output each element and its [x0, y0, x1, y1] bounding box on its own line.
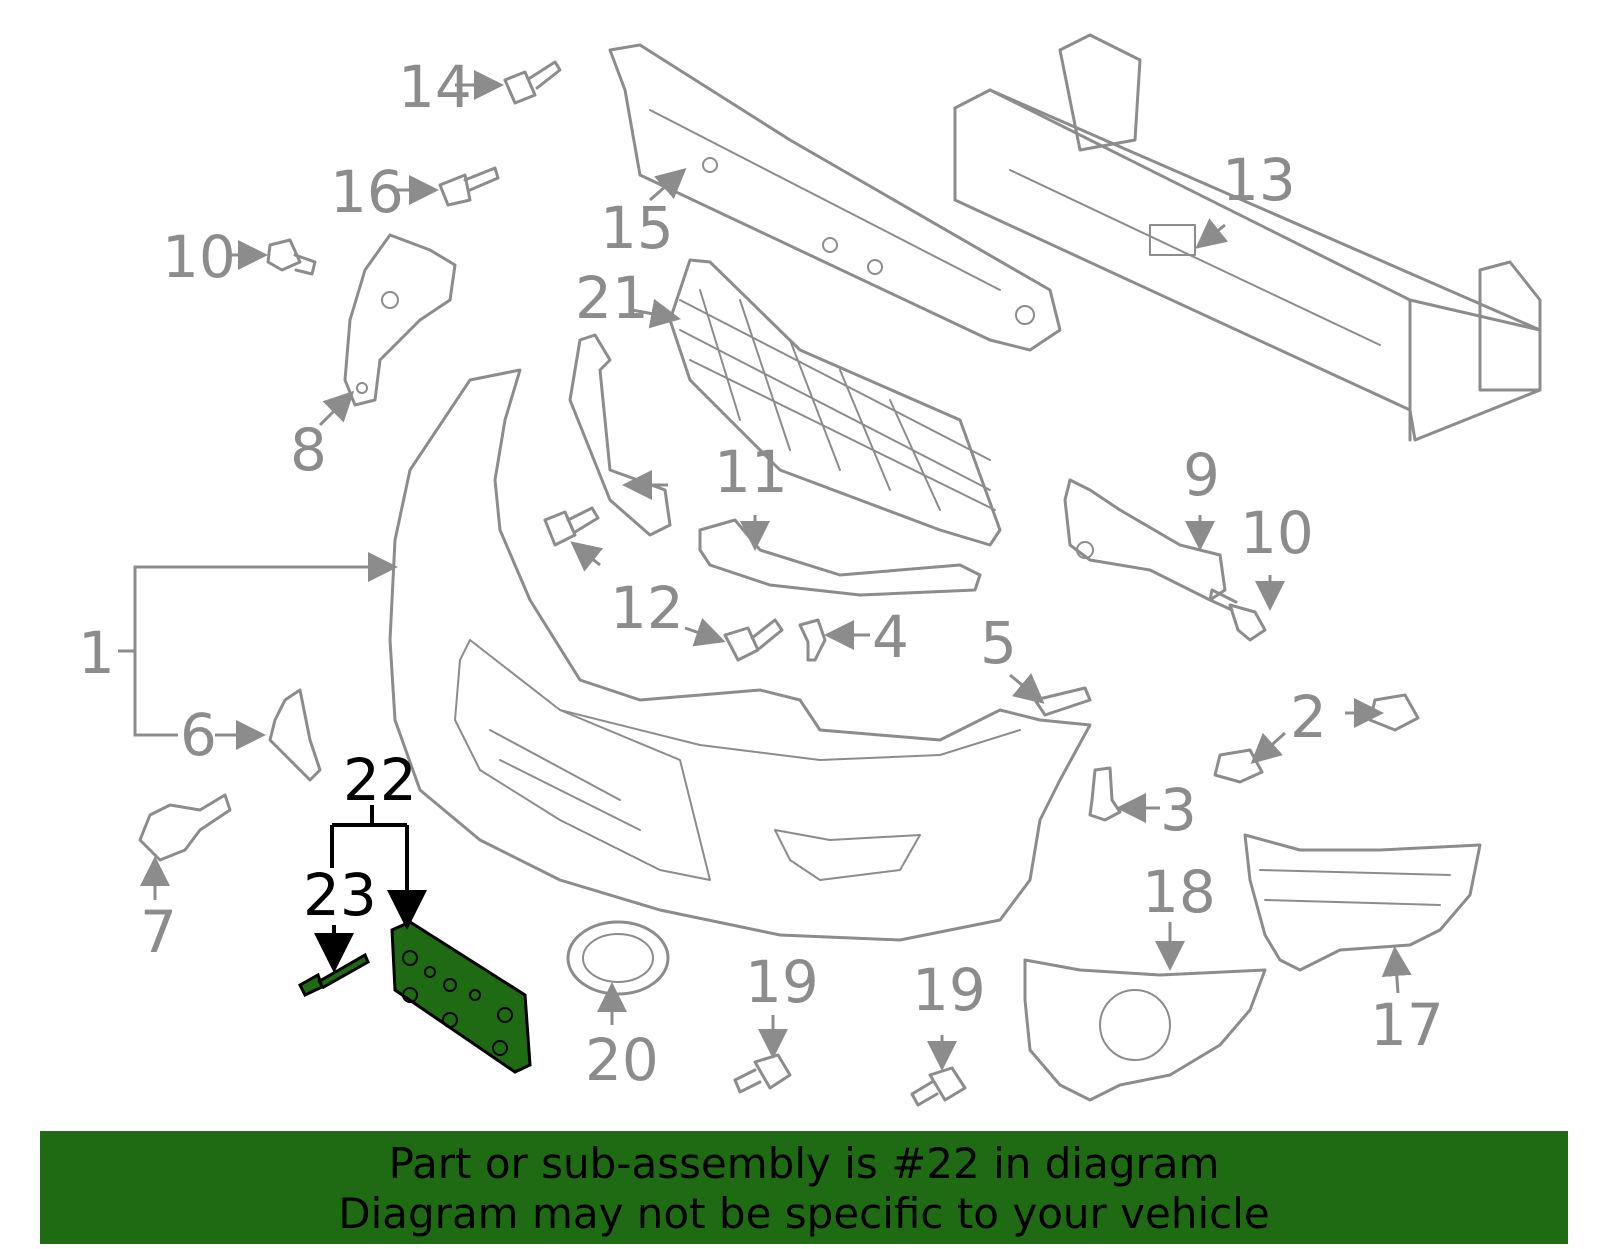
callout-2: 2 [1290, 683, 1327, 751]
energy-absorber-part [608, 43, 1062, 352]
license-plate-bracket-part [390, 920, 532, 1074]
callout-18: 18 [1142, 858, 1216, 926]
callout-11: 11 [714, 438, 788, 506]
callout-6: 6 [180, 701, 217, 769]
info-banner: Part or sub-assembly is #22 in diagram D… [40, 1131, 1568, 1244]
callout-1: 1 [78, 619, 115, 687]
callout-23: 23 [303, 861, 377, 929]
callout-16: 16 [330, 158, 404, 226]
callout-14: 14 [398, 53, 472, 121]
side-bracket-part [568, 333, 672, 537]
reinforcement-beam-part [953, 33, 1542, 442]
callout-10-right: 10 [1240, 499, 1314, 567]
callout-19-right: 19 [912, 956, 986, 1024]
fog-lamp-bezel-part [1023, 958, 1267, 1102]
callout-15: 15 [600, 194, 674, 262]
callout-5: 5 [980, 609, 1017, 677]
callout-22: 22 [343, 746, 417, 814]
callout-3: 3 [1160, 776, 1197, 844]
highlight-callout-leaders [314, 805, 427, 973]
callout-12: 12 [610, 574, 684, 642]
callout-labels: 14 16 10 8 15 21 13 11 9 10 12 4 5 2 3 1… [78, 53, 1444, 1094]
callout-4: 4 [872, 603, 909, 671]
callout-leaders [118, 70, 1412, 1071]
callout-17: 17 [1370, 991, 1444, 1059]
callout-20: 20 [585, 1026, 659, 1094]
callout-19-left: 19 [745, 948, 819, 1016]
banner-line-2: Diagram may not be specific to your vehi… [338, 1189, 1270, 1238]
bumper-cover-part [388, 368, 1092, 942]
lower-grille-part [668, 258, 1002, 547]
right-bracket-part [1063, 478, 1227, 602]
callout-8: 8 [290, 416, 327, 484]
callout-21: 21 [575, 264, 649, 332]
callout-10-left: 10 [162, 223, 236, 291]
banner-line-1: Part or sub-assembly is #22 in diagram [388, 1139, 1220, 1188]
fog-lamp-housing-part [1243, 833, 1482, 972]
bumper-support-part [698, 518, 982, 597]
callout-9: 9 [1183, 441, 1220, 509]
callout-7: 7 [140, 898, 177, 966]
mounting-bracket-part [343, 233, 457, 407]
callout-13: 13 [1222, 146, 1296, 214]
